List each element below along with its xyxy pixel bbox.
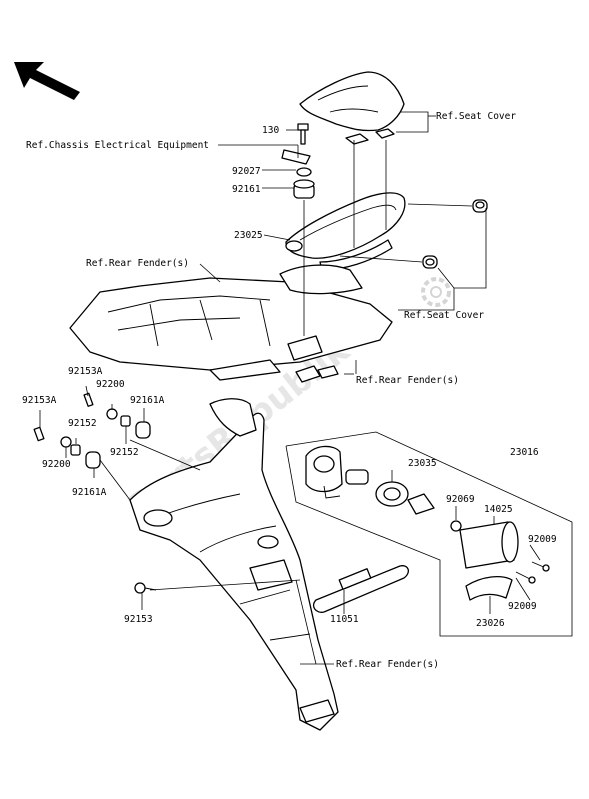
rear-fender-lower-part <box>129 398 339 731</box>
collar-92152-left-part <box>70 444 81 456</box>
label-92009-upper: 92009 <box>528 534 557 545</box>
label-92153: 92153 <box>124 614 153 625</box>
label-ref-chassis-electrical: Ref.Chassis Electrical Equipment <box>26 140 209 151</box>
label-ref-rear-fender-bottom: Ref.Rear Fender(s) <box>336 659 439 670</box>
washer-92027-part <box>296 167 312 177</box>
grommet-92161A-upper-part <box>135 421 151 439</box>
screw-92009-upper-part <box>531 561 550 572</box>
label-23016: 23016 <box>510 447 539 458</box>
rear-fender-mid-parts <box>287 335 339 383</box>
grommet-92161A-lower-part <box>85 451 101 469</box>
label-92152-left: 92152 <box>68 418 97 429</box>
label-92153A-left: 92153A <box>22 395 57 406</box>
bolt-130-part <box>297 123 309 145</box>
lens-14025-part <box>459 521 519 569</box>
label-92152-lower: 92152 <box>110 447 139 458</box>
label-130: 130 <box>262 125 279 136</box>
grommet-right-upper-part <box>472 199 488 213</box>
label-23025: 23025 <box>234 230 263 241</box>
label-23035: 23035 <box>408 458 437 469</box>
label-92161A-lower: 92161A <box>72 487 107 498</box>
bolt-92153A-left-part <box>33 426 45 442</box>
label-ref-rear-fender-left: Ref.Rear Fender(s) <box>86 258 189 269</box>
gear-watermark-icon <box>421 277 451 307</box>
label-ref-seat-cover-right: Ref.Seat Cover <box>404 310 484 321</box>
washer-92200-upper-part <box>106 408 118 420</box>
label-23026: 23026 <box>476 618 505 629</box>
bracket-plate-part <box>281 149 311 165</box>
label-92153A-upper: 92153A <box>68 366 103 377</box>
label-92009-lower: 92009 <box>508 601 537 612</box>
label-92161: 92161 <box>232 184 261 195</box>
license-bracket-11051-part <box>312 565 409 613</box>
washer-92200-left-part <box>60 436 72 448</box>
grommet-right-lower-part <box>422 255 438 269</box>
leader-lines <box>39 111 541 665</box>
front-direction-arrow-icon <box>14 62 80 100</box>
label-92027: 92027 <box>232 166 261 177</box>
socket-23035-part <box>345 469 435 515</box>
collar-92152-upper-part <box>120 415 131 427</box>
label-92200-left: 92200 <box>42 459 71 470</box>
label-92069: 92069 <box>446 494 475 505</box>
gasket-23026-part <box>465 575 513 601</box>
label-ref-rear-fender-mid: Ref.Rear Fender(s) <box>356 375 459 386</box>
license-lamp-23016-part <box>305 445 343 499</box>
label-92161A-upper: 92161A <box>130 395 165 406</box>
label-14025: 14025 <box>484 504 513 515</box>
label-92200-upper: 92200 <box>96 379 125 390</box>
label-11051: 11051 <box>330 614 359 625</box>
screw-92069-part <box>450 520 462 532</box>
screw-92009-lower-part <box>515 571 536 584</box>
bolt-92153A-upper-part <box>83 392 94 407</box>
seat-cover-part <box>299 71 405 145</box>
grommet-92161-part <box>293 179 315 199</box>
label-ref-seat-cover-top: Ref.Seat Cover <box>436 111 516 122</box>
bolt-92153-part <box>134 582 157 594</box>
tail-light-assembly-23016-box <box>285 431 573 637</box>
